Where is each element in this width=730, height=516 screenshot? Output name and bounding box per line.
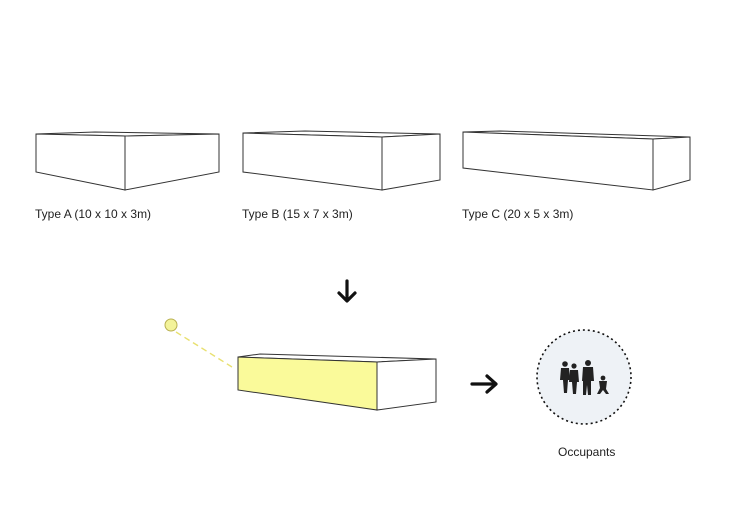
people-silhouette-icon — [560, 360, 609, 395]
sun-ray-line — [175, 331, 233, 368]
box-type-c-label: Type C (20 x 5 x 3m) — [462, 207, 574, 221]
box-type-a — [35, 131, 220, 191]
box-type-a-label: Type A (10 x 10 x 3m) — [35, 207, 152, 221]
box-type-b-label: Type B (15 x 7 x 3m) — [242, 207, 353, 221]
occupants-label: Occupants — [558, 445, 616, 459]
right-arrow-icon — [470, 374, 498, 394]
box-type-b — [242, 130, 441, 191]
sun-icon — [164, 318, 178, 332]
box-type-c — [462, 130, 691, 191]
down-arrow-icon — [337, 279, 357, 303]
lit-box — [237, 353, 437, 411]
